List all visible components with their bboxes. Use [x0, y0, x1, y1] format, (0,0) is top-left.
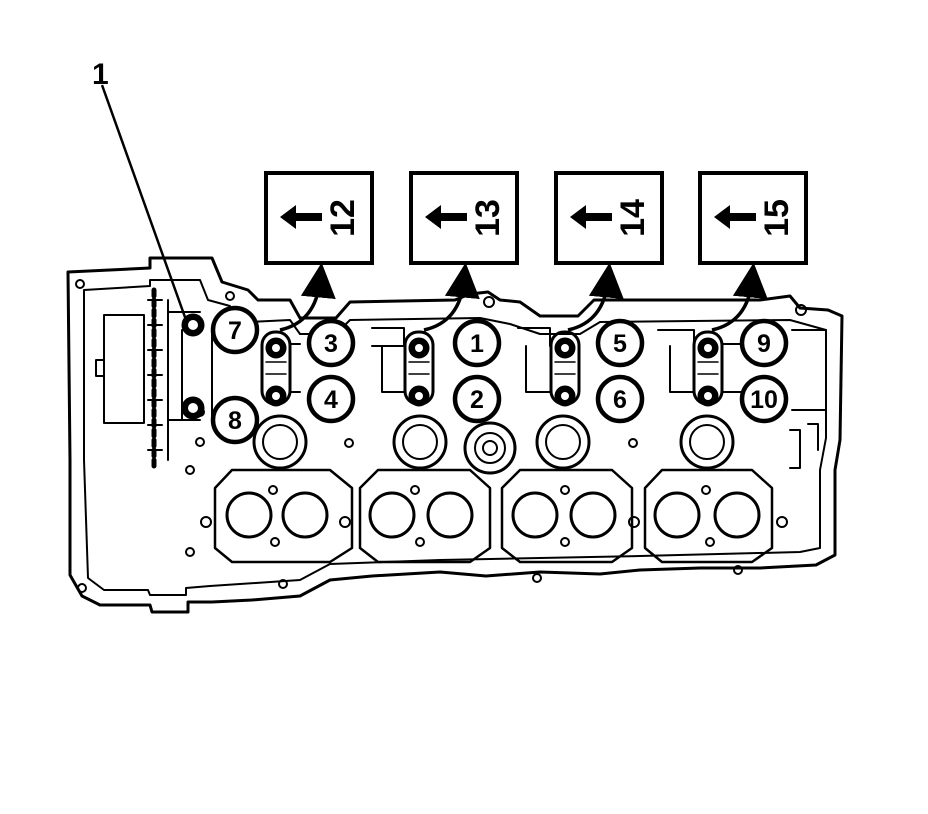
bolt-heads [181, 313, 719, 420]
valve-port [569, 491, 617, 539]
step-box-label: 15 [758, 199, 796, 237]
cylinder-head-outline [66, 256, 844, 614]
valve-port [426, 491, 474, 539]
sequence-number: 8 [228, 407, 242, 435]
plug-bore-4 [679, 414, 735, 470]
valve-port [281, 491, 329, 539]
sequence-circle-5: 5 [595, 318, 645, 368]
curved-arrow-12 [279, 262, 336, 332]
valve-port [511, 491, 559, 539]
sequence-number: 1 [470, 330, 484, 358]
plug-bore-1-inner [262, 424, 298, 460]
sequence-circle-7: 7 [210, 305, 260, 355]
sequence-number: 10 [750, 386, 778, 414]
center-boss [463, 421, 517, 475]
step-box-label: 13 [469, 199, 507, 237]
sequence-number: 6 [613, 386, 627, 414]
sequence-circle-6: 6 [595, 374, 645, 424]
sequence-circle-2: 2 [452, 374, 502, 424]
sequence-circle-3: 3 [306, 318, 356, 368]
step-box-15: 15 [698, 171, 808, 265]
left-arrow-icon [714, 205, 756, 229]
timing-chain-links [147, 299, 163, 451]
camshaft-segments [289, 327, 827, 411]
valve-port [368, 491, 416, 539]
callout-label: 1 [92, 58, 109, 91]
bolt-head-centers [188, 320, 712, 413]
curved-arrow-15 [711, 262, 768, 332]
chamber-frame-4 [643, 468, 774, 564]
valve-port [653, 491, 701, 539]
plug-bore-2-inner [402, 424, 438, 460]
sequence-circle-9: 9 [739, 318, 789, 368]
center-boss-inner [474, 432, 506, 464]
sequence-circle-1: 1 [452, 318, 502, 368]
curved-arrow-13 [423, 262, 480, 332]
chamber-frame-3 [500, 468, 634, 564]
timing-chain-tab [95, 359, 105, 377]
bearing-cap-lines [265, 361, 719, 375]
center-boss-core [482, 440, 498, 456]
sequence-number: 9 [757, 330, 771, 358]
plug-bore-3-inner [545, 424, 581, 460]
sequence-number: 2 [470, 386, 484, 414]
plug-bore-1 [252, 414, 308, 470]
sequence-circle-4: 4 [306, 374, 356, 424]
plug-bore-2 [392, 414, 448, 470]
sequence-circle-8: 8 [210, 395, 260, 445]
left-arrow-icon [425, 205, 467, 229]
curved-arrow-14 [567, 262, 624, 332]
step-box-label: 12 [324, 199, 362, 237]
left-arrow-icon [570, 205, 612, 229]
step-box-14: 14 [554, 171, 664, 265]
plug-bore-4-inner [689, 424, 725, 460]
valve-port [713, 491, 761, 539]
right-end-detail [789, 423, 819, 469]
step-box-12: 12 [264, 171, 374, 265]
sequence-number: 3 [324, 330, 338, 358]
step-box-label: 14 [614, 199, 652, 237]
chamber-frame-2 [358, 468, 492, 564]
left-arrow-icon [280, 205, 322, 229]
step-box-13: 13 [409, 171, 519, 265]
timing-chain-guide [103, 314, 145, 424]
sequence-circle-10: 10 [739, 374, 789, 424]
valve-port [225, 491, 273, 539]
small-holes [75, 279, 807, 593]
chamber-frame-1 [213, 468, 354, 564]
sequence-number: 4 [324, 386, 338, 414]
plug-bore-3 [535, 414, 591, 470]
callout-leader-line [100, 84, 188, 321]
sequence-number: 7 [228, 317, 242, 345]
sequence-number: 5 [613, 330, 627, 358]
